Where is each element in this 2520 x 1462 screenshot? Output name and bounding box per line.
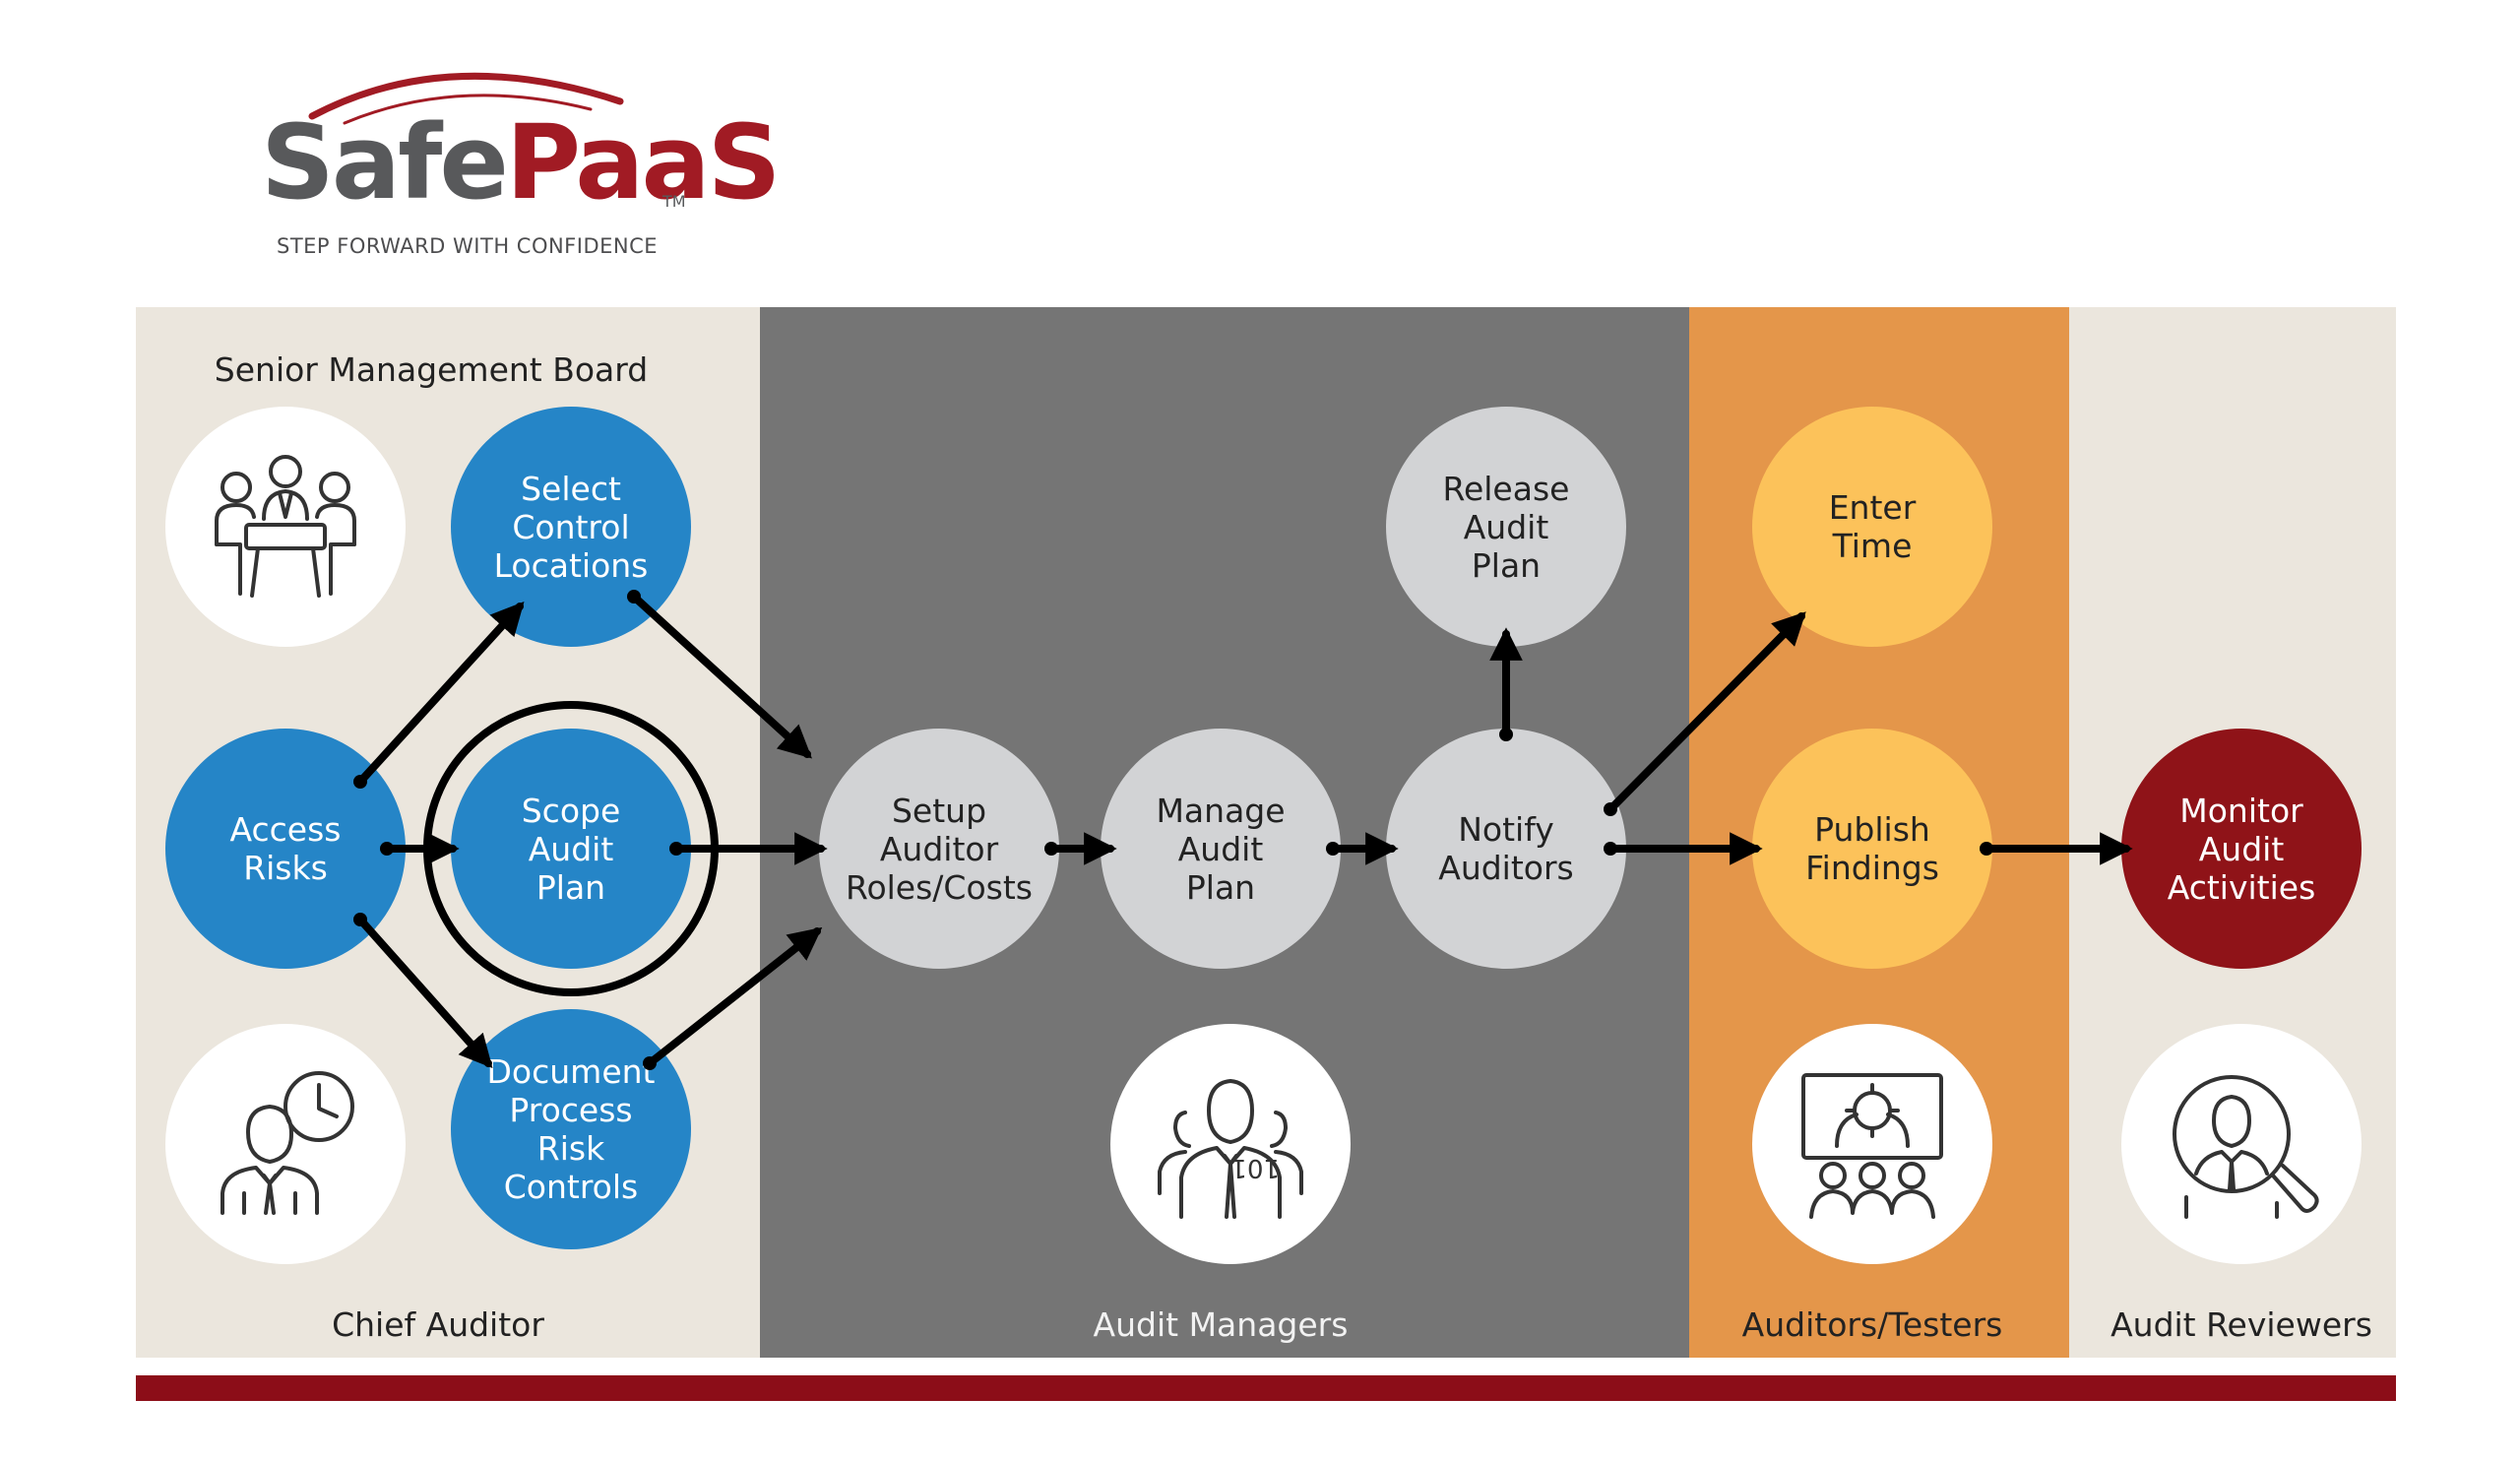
label-audit-reviewers: Audit Reviewers	[2110, 1305, 2372, 1344]
manager-badge-text: 101	[1230, 1153, 1280, 1182]
node-scope-audit-plan: Scope Audit Plan	[451, 729, 691, 969]
node-release-audit-plan: Release Audit Plan	[1386, 407, 1626, 647]
logo-word-safe: Safe	[261, 102, 509, 222]
safepaas-logo: SafePaaS TM STEP FORWARD WITH CONFIDENCE	[251, 54, 782, 271]
audit-managers-icon-circle: 101	[1110, 1024, 1351, 1264]
chief-auditor-clock-icon	[220, 1071, 354, 1215]
node-monitor-audit-activities: Monitor Audit Activities	[2121, 729, 2362, 969]
footer-bar	[136, 1375, 2396, 1401]
node-enter-time: Enter Time	[1752, 407, 1992, 647]
node-monitor-audit-activities-label: Monitor Audit Activities	[2167, 791, 2316, 907]
node-publish-findings-label: Publish Findings	[1805, 810, 1939, 887]
board-icon-circle	[165, 407, 406, 647]
logo-trademark: TM	[662, 192, 686, 211]
node-document-process-risk-controls-label: Document Process Risk Controls	[486, 1052, 656, 1206]
node-select-control-locations: Select Control Locations	[451, 407, 691, 647]
board-meeting-icon	[215, 455, 356, 598]
logo-tagline: STEP FORWARD WITH CONFIDENCE	[277, 234, 659, 258]
label-chief-auditor: Chief Auditor	[332, 1305, 544, 1344]
node-manage-audit-plan: Manage Audit Plan	[1101, 729, 1341, 969]
node-notify-auditors: Notify Auditors	[1386, 729, 1626, 969]
node-select-control-locations-label: Select Control Locations	[493, 469, 649, 585]
node-setup-auditor-roles-costs-label: Setup Auditor Roles/Costs	[846, 791, 1033, 907]
node-document-process-risk-controls: Document Process Risk Controls	[451, 1009, 691, 1249]
audit-reviewers-icon-circle	[2121, 1024, 2362, 1264]
label-senior-management-board: Senior Management Board	[214, 350, 649, 389]
auditors-testers-icon-circle	[1752, 1024, 1992, 1264]
chief-auditor-icon-circle	[165, 1024, 406, 1264]
reviewer-magnifier-icon	[2173, 1075, 2319, 1219]
node-access-risks: Access Risks	[165, 729, 406, 969]
label-auditors-testers: Auditors/Testers	[1741, 1305, 2003, 1344]
label-audit-managers: Audit Managers	[1093, 1305, 1349, 1344]
presentation-team-icon	[1801, 1073, 1943, 1219]
logo-wordmark: SafePaaS	[261, 111, 782, 214]
node-access-risks-label: Access Risks	[229, 810, 342, 887]
node-scope-audit-plan-label: Scope Audit Plan	[521, 791, 621, 907]
node-enter-time-label: Enter Time	[1828, 488, 1917, 565]
node-publish-findings: Publish Findings	[1752, 729, 1992, 969]
audit-managers-team-icon: 101	[1158, 1079, 1303, 1219]
node-release-audit-plan-label: Release Audit Plan	[1442, 469, 1570, 585]
logo-word-paas: PaaS	[505, 102, 782, 222]
node-notify-auditors-label: Notify Auditors	[1438, 810, 1574, 887]
node-setup-auditor-roles-costs: Setup Auditor Roles/Costs	[819, 729, 1059, 969]
node-manage-audit-plan-label: Manage Audit Plan	[1156, 791, 1286, 907]
logo-swoosh-icon	[308, 72, 624, 125]
